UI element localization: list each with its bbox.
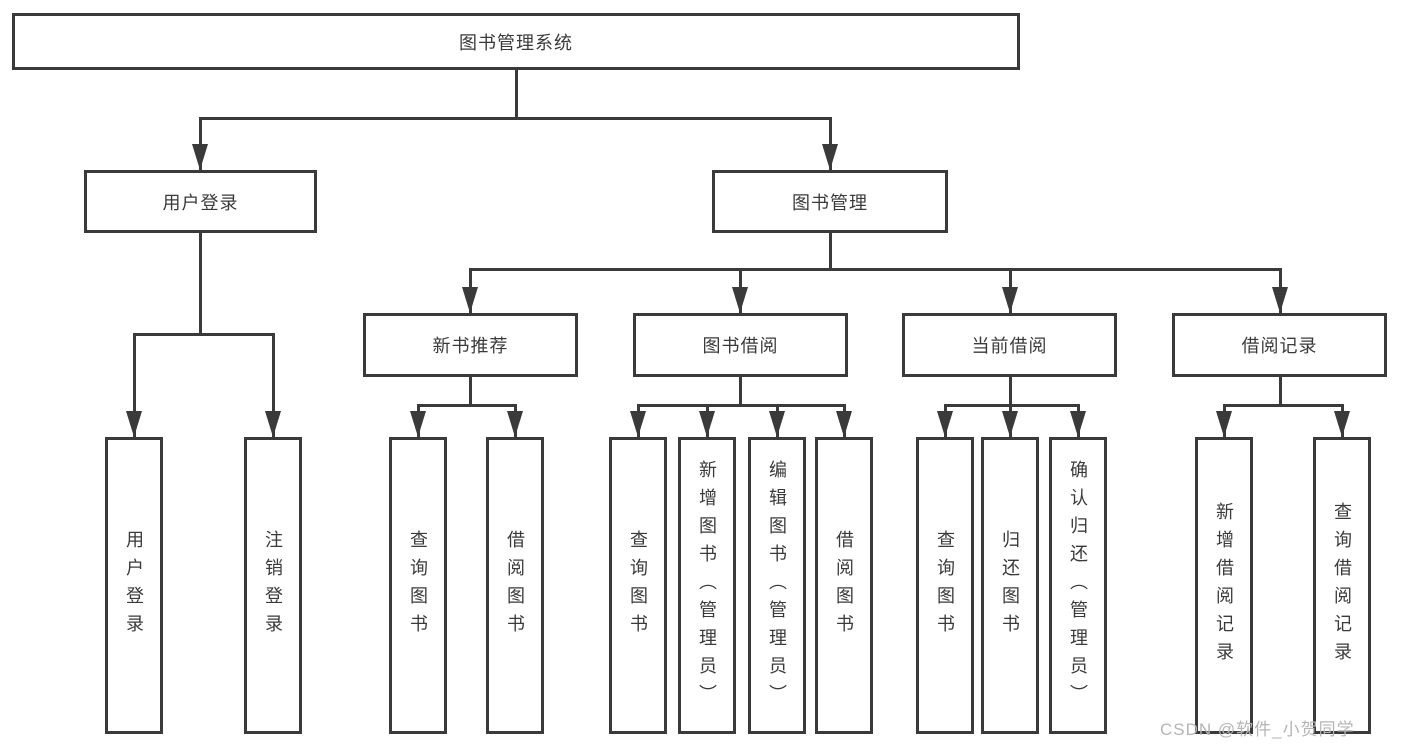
arrow-down-icon — [1216, 411, 1232, 437]
arrow-down-icon — [126, 411, 142, 437]
arrow-down-icon — [1070, 411, 1086, 437]
connector-line — [272, 333, 275, 437]
arrow-down-icon — [937, 411, 953, 437]
node-book-borrow: 图书借阅 — [633, 313, 848, 377]
arrow-down-icon — [836, 411, 852, 437]
connector-line — [199, 117, 832, 120]
connector-line — [944, 404, 1080, 407]
node-library-system-root: 图书管理系统 — [12, 13, 1020, 70]
node-new-book-recommend: 新书推荐 — [363, 313, 578, 377]
connector-line — [1223, 404, 1343, 407]
leaf-query-books-1: 查询图书 — [389, 437, 447, 734]
connector-line — [133, 333, 136, 437]
arrow-down-icon — [1334, 411, 1350, 437]
arrow-down-icon — [192, 144, 208, 170]
connector-line — [199, 233, 202, 334]
leaf-query-books-3: 查询图书 — [916, 437, 974, 734]
leaf-user-login: 用户登录 — [105, 437, 163, 734]
node-borrow-records: 借阅记录 — [1172, 313, 1387, 377]
arrow-down-icon — [1002, 287, 1018, 313]
node-current-borrow: 当前借阅 — [902, 313, 1117, 377]
connector-line — [417, 404, 517, 407]
arrow-down-icon — [822, 144, 838, 170]
arrow-down-icon — [507, 411, 523, 437]
leaf-logout: 注销登录 — [244, 437, 302, 734]
connector-line — [1009, 377, 1012, 406]
leaf-query-borrow-record: 查询借阅记录 — [1313, 437, 1371, 734]
connector-line — [199, 117, 202, 170]
leaf-query-books-2: 查询图书 — [609, 437, 667, 734]
leaf-return-books: 归还图书 — [981, 437, 1039, 734]
connector-line — [1279, 377, 1282, 406]
arrow-down-icon — [1272, 287, 1288, 313]
arrow-down-icon — [630, 411, 646, 437]
arrow-down-icon — [265, 411, 281, 437]
connector-line — [739, 377, 742, 406]
leaf-add-borrow-record: 新增借阅记录 — [1195, 437, 1253, 734]
leaf-confirm-return-admin: 确认归还（管理员） — [1049, 437, 1107, 734]
watermark: CSDN @软件_小贺同学 — [1160, 720, 1355, 739]
connector-line — [469, 268, 1282, 271]
connector-line — [637, 404, 846, 407]
arrow-down-icon — [769, 411, 785, 437]
arrow-down-icon — [699, 411, 715, 437]
arrow-down-icon — [1002, 411, 1018, 437]
connector-line — [829, 117, 832, 170]
leaf-borrow-books-2: 借阅图书 — [815, 437, 873, 734]
node-user-login: 用户登录 — [84, 170, 317, 233]
leaf-edit-books-admin: 编辑图书（管理员） — [748, 437, 806, 734]
leaf-add-books-admin: 新增图书（管理员） — [678, 437, 736, 734]
arrow-down-icon — [462, 287, 478, 313]
connector-line — [515, 70, 518, 120]
connector-line — [469, 377, 472, 406]
arrow-down-icon — [732, 287, 748, 313]
leaf-borrow-books-1: 借阅图书 — [486, 437, 544, 734]
node-book-management: 图书管理 — [712, 170, 948, 233]
arrow-down-icon — [410, 411, 426, 437]
connector-line — [133, 333, 275, 336]
connector-line — [829, 233, 832, 270]
